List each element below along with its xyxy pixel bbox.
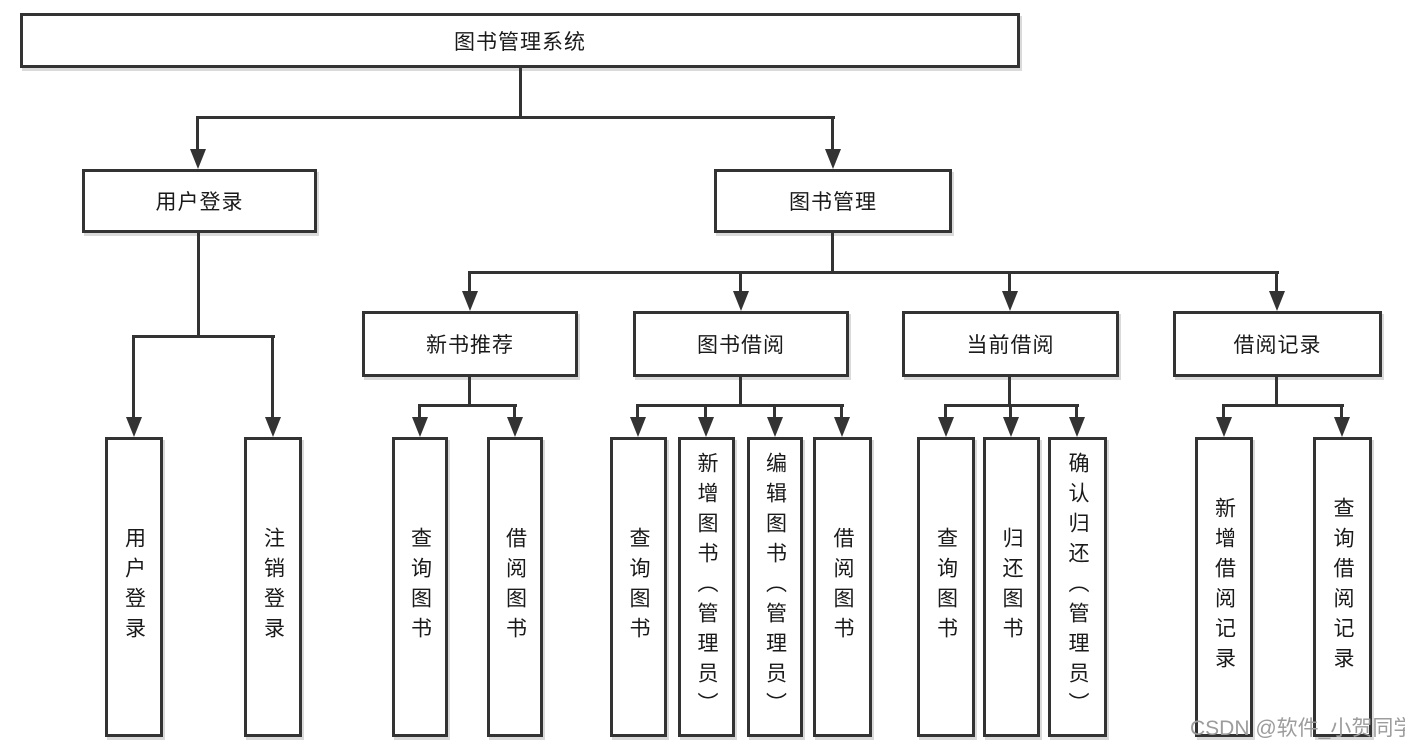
leaf-borrow-query-book: 查询图书 [610, 437, 667, 737]
connector-line [469, 271, 1279, 274]
node-book-management: 图书管理 [714, 169, 952, 233]
leaf-logout: 注销登录 [244, 437, 302, 737]
leaf-label: 查询图书 [627, 527, 650, 647]
leaf-label: 归还图书 [1000, 527, 1023, 647]
connector-line [133, 335, 275, 338]
node-label: 图书管理 [789, 191, 877, 214]
arrowhead [190, 149, 206, 169]
connector-line [271, 335, 274, 421]
connector-line [132, 335, 135, 421]
node-library-management-system: 图书管理系统 [20, 13, 1020, 68]
arrowhead [1002, 291, 1018, 311]
leaf-return-book: 归还图书 [983, 437, 1040, 737]
arrowhead [1216, 417, 1232, 437]
node-label: 图书借阅 [697, 334, 785, 357]
connector-line [1075, 404, 1078, 420]
leaf-label: 用户登录 [122, 527, 146, 647]
connector-line [1275, 271, 1278, 295]
connector-line [739, 271, 742, 295]
leaf-label: 注销登录 [261, 527, 285, 647]
leaf-query-borrow-record: 查询借阅记录 [1313, 437, 1372, 737]
arrowhead [733, 291, 749, 311]
leaf-borrow-book: 借阅图书 [813, 437, 872, 737]
arrowhead [462, 291, 478, 311]
leaf-add-borrow-record: 新增借阅记录 [1195, 437, 1253, 737]
connector-line [636, 404, 844, 407]
leaf-add-book-admin: 新增图书（管理员） [678, 437, 735, 737]
arrowhead [126, 417, 142, 437]
node-label: 当前借阅 [966, 334, 1055, 357]
leaf-label: 查询借阅记录 [1331, 497, 1354, 677]
connector-line [1009, 404, 1012, 420]
connector-line [1008, 377, 1011, 407]
connector-line [1340, 404, 1343, 420]
leaf-label: 新增借阅记录 [1212, 497, 1236, 677]
connector-line [1008, 271, 1011, 295]
connector-line [1275, 377, 1278, 407]
node-user-login: 用户登录 [82, 169, 317, 233]
connector-line [1222, 404, 1225, 420]
leaf-label: 新增图书（管理员） [695, 452, 718, 722]
arrowhead [1334, 417, 1350, 437]
leaf-label: 查询图书 [934, 527, 958, 647]
arrowhead [698, 417, 714, 437]
leaf-label: 编辑图书（管理员） [763, 452, 787, 722]
csdn-watermark: CSDN @软件_小贺同学 [1190, 717, 1405, 740]
arrowhead [1269, 291, 1285, 311]
leaf-label: 借阅图书 [503, 527, 527, 647]
arrowhead [265, 417, 281, 437]
node-borrowing-records: 借阅记录 [1173, 311, 1382, 377]
arrowhead [825, 149, 841, 169]
leaf-user-login: 用户登录 [105, 437, 163, 737]
connector-line [831, 116, 834, 153]
connector-line [197, 233, 200, 338]
node-label: 新书推荐 [426, 334, 514, 357]
leaf-current-query-book: 查询图书 [917, 437, 975, 737]
node-label: 图书管理系统 [454, 30, 586, 54]
connector-line [773, 404, 776, 420]
connector-line [704, 404, 707, 420]
connector-line [944, 404, 947, 420]
node-label: 用户登录 [155, 191, 244, 214]
leaf-confirm-return-admin: 确认归还（管理员） [1048, 437, 1107, 737]
connector-line [513, 404, 516, 420]
connector-line [468, 377, 471, 407]
connector-line [831, 233, 834, 274]
connector-line [418, 404, 421, 420]
node-new-book-recommendation: 新书推荐 [362, 311, 578, 377]
connector-line [418, 404, 517, 407]
arrowhead [507, 417, 523, 437]
connector-line [1222, 404, 1344, 407]
arrowhead [938, 417, 954, 437]
leaf-label: 查询图书 [408, 527, 432, 647]
node-book-borrowing: 图书借阅 [633, 311, 849, 377]
node-label: 借阅记录 [1233, 334, 1322, 357]
leaf-edit-book-admin: 编辑图书（管理员） [747, 437, 803, 737]
arrowhead [1069, 417, 1085, 437]
leaf-label: 借阅图书 [831, 527, 854, 647]
connector-line [739, 377, 742, 407]
arrowhead [767, 417, 783, 437]
leaf-newrec-query-book: 查询图书 [392, 437, 448, 737]
arrowhead [630, 417, 646, 437]
node-current-borrowing: 当前借阅 [902, 311, 1119, 377]
arrowhead [834, 417, 850, 437]
connector-line [636, 404, 639, 420]
connector-line [197, 116, 835, 119]
leaf-label: 确认归还（管理员） [1066, 452, 1089, 722]
arrowhead [1003, 417, 1019, 437]
arrowhead [412, 417, 428, 437]
connector-line [840, 404, 843, 420]
leaf-newrec-borrow-book: 借阅图书 [487, 437, 543, 737]
connector-line [468, 271, 471, 295]
connector-line [519, 68, 522, 118]
connector-line [196, 116, 199, 153]
